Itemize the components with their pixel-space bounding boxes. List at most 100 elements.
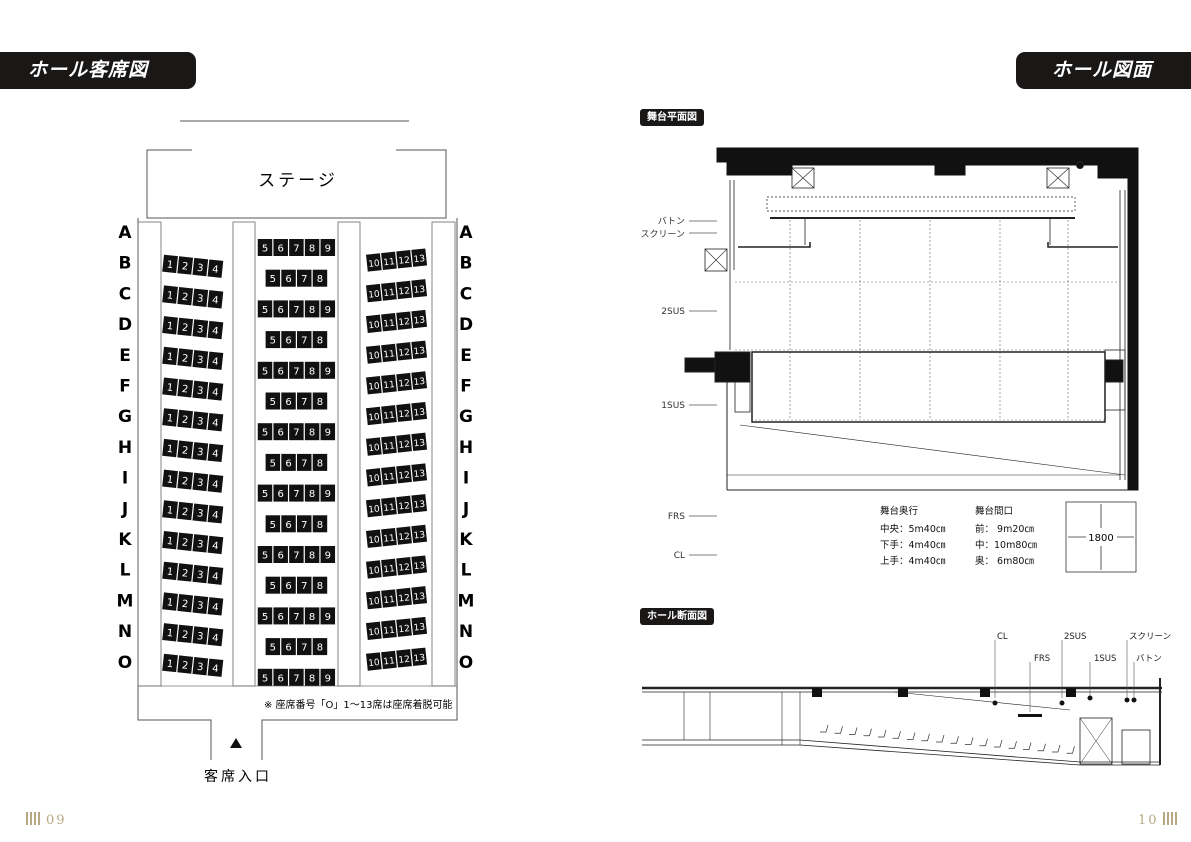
- seat-number: 13: [413, 622, 425, 633]
- seat-number: 4: [212, 541, 219, 553]
- stage-label: ステージ: [258, 171, 338, 191]
- seat: [381, 313, 397, 332]
- seat-number: 8: [309, 244, 315, 255]
- seat: [265, 576, 281, 594]
- seat: [381, 589, 397, 608]
- entrance-label: 客席入口: [204, 768, 272, 785]
- row-label: B: [119, 254, 132, 274]
- seat: [273, 361, 288, 379]
- seat: [411, 494, 428, 513]
- seat-number: 3: [196, 570, 203, 582]
- seat: [312, 392, 328, 410]
- seat: [281, 392, 296, 410]
- seat: [177, 471, 194, 490]
- seat: [366, 345, 382, 364]
- section-baton-label: バトン: [1136, 654, 1162, 664]
- seat-number: 10: [368, 566, 381, 577]
- seat-number: 11: [383, 564, 395, 575]
- seat: [162, 377, 178, 396]
- seat-number: 10: [368, 504, 381, 515]
- seat: [366, 283, 382, 303]
- opening-title: 舞台間口: [975, 505, 1013, 517]
- page-number-right-text: 10: [1138, 813, 1159, 828]
- seat: [297, 269, 312, 287]
- seat: [396, 342, 412, 361]
- seat-number: 10: [368, 290, 381, 301]
- seat-number: 4: [212, 387, 219, 399]
- seat: [289, 607, 304, 625]
- seat-number: 8: [317, 581, 323, 592]
- seat-number: 4: [212, 356, 219, 368]
- seat: [207, 505, 224, 524]
- seat: [411, 555, 428, 574]
- hall-drawing-header: ホール図面: [1016, 52, 1191, 89]
- seat-number: 5: [270, 581, 276, 592]
- seat-number: 1: [166, 567, 173, 579]
- seat: [192, 319, 209, 338]
- seat-number: 4: [212, 633, 219, 645]
- seat: [162, 254, 178, 274]
- seat: [177, 409, 194, 429]
- seat: [365, 376, 382, 395]
- seat-number: 11: [383, 288, 395, 299]
- seat-number: 7: [293, 489, 299, 500]
- seat-number: 5: [262, 428, 268, 439]
- seat-number: 10: [368, 658, 381, 669]
- seat-number: 1: [166, 321, 173, 333]
- seat: [265, 515, 281, 533]
- seat-number: 4: [212, 295, 219, 307]
- seat: [162, 653, 178, 673]
- seat-number: 11: [383, 626, 395, 637]
- seat-number: 1: [166, 260, 173, 272]
- seat-number: 13: [413, 346, 425, 357]
- seat-number: 10: [368, 320, 381, 331]
- seat-number: 7: [293, 551, 299, 562]
- seat: [177, 348, 194, 367]
- seat: [162, 469, 178, 488]
- depth-row-2: 下手：4m40㎝: [880, 539, 946, 551]
- seat: [297, 576, 312, 594]
- seat: [257, 607, 273, 625]
- seat-number: 9: [325, 428, 331, 439]
- seat: [273, 607, 288, 625]
- seat-number: 6: [285, 581, 291, 592]
- row-label: G: [459, 407, 473, 427]
- audience-chairs: [820, 724, 1075, 754]
- seat: [177, 379, 194, 398]
- seat-number: 5: [262, 366, 268, 377]
- seat: [304, 607, 320, 625]
- seat: [381, 282, 397, 301]
- chair: [820, 724, 829, 733]
- chair: [994, 739, 1003, 748]
- seat: [207, 474, 224, 493]
- chair: [907, 732, 916, 740]
- seat-number: 2: [181, 630, 188, 642]
- seat: [304, 239, 320, 256]
- seat: [162, 623, 178, 642]
- seat-number: 11: [383, 441, 395, 452]
- chair: [1066, 746, 1075, 754]
- seat: [396, 372, 412, 392]
- seat: [297, 331, 312, 349]
- screen-label: スクリーン: [640, 229, 685, 240]
- seat-number: 3: [196, 263, 203, 275]
- seat-number: 8: [317, 336, 323, 347]
- seat: [381, 466, 397, 485]
- row-label: E: [460, 346, 472, 366]
- seat: [207, 535, 224, 555]
- seat-number: 3: [196, 600, 203, 612]
- row-label: C: [460, 284, 472, 304]
- page-bars-icon: [26, 812, 42, 829]
- seat-number: 7: [293, 612, 299, 623]
- seat-number: 7: [301, 520, 307, 531]
- page-number-left-text: 09: [46, 813, 67, 828]
